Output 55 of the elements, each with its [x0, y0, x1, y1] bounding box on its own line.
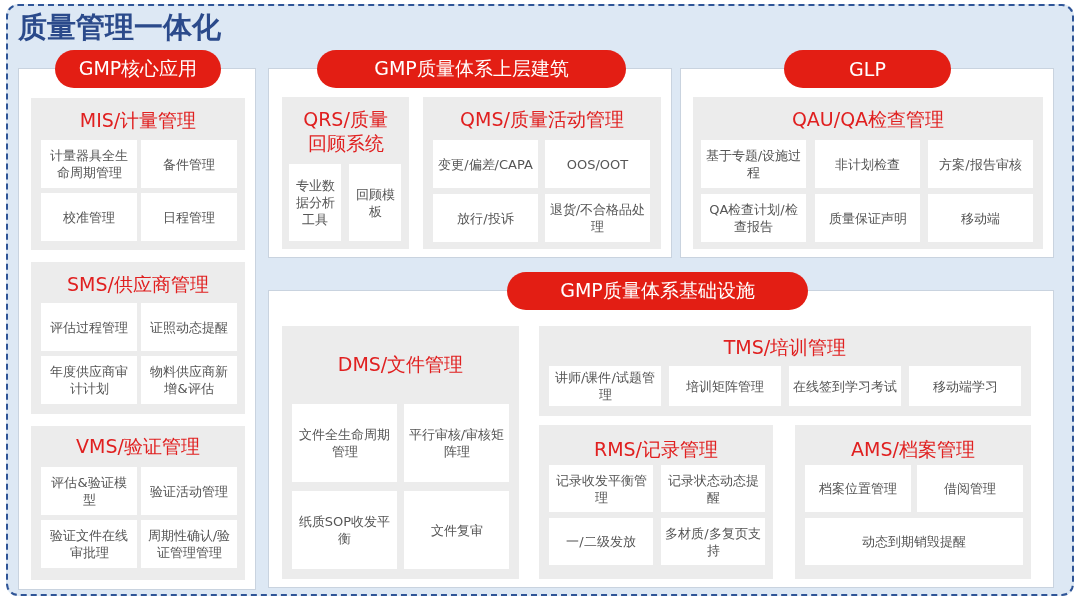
feature-tile: 回顾模板	[349, 164, 401, 241]
module-heading: AMS/档案管理	[850, 437, 976, 461]
feature-tile: 非计划检查	[815, 140, 920, 188]
module-heading: TMS/培训管理	[722, 335, 848, 359]
feature-tile: 证照动态提醒	[141, 303, 237, 351]
feature-tile: OOS/OOT	[545, 140, 650, 188]
module-heading: MIS/计量管理	[78, 108, 198, 132]
feature-tile: 质量保证声明	[815, 194, 920, 242]
feature-tile: 平行审核/审核矩阵理	[404, 404, 509, 482]
feature-tile: 记录收发平衡管理	[549, 465, 653, 512]
module-heading: VMS/验证管理	[75, 434, 201, 458]
feature-tile: 文件复审	[404, 491, 509, 569]
module-heading: RMS/记录管理	[592, 437, 720, 461]
feature-tile: 验证活动管理	[141, 467, 237, 515]
feature-tile: 基于专题/设施过程	[701, 140, 806, 188]
feature-tile: 动态到期销毁提醒	[805, 518, 1023, 565]
section-heading: GLP	[784, 50, 951, 88]
feature-tile: 纸质SOP收发平衡	[292, 491, 397, 569]
feature-tile: QA检查计划/检查报告	[701, 194, 806, 242]
dashed-frame	[6, 4, 1074, 596]
feature-tile: 周期性确认/验证管理管理	[141, 520, 237, 568]
feature-tile: 备件管理	[141, 140, 237, 188]
module-heading: QRS/质量回顾系统	[302, 107, 389, 155]
section-heading: GMP质量体系基础设施	[507, 272, 808, 310]
module-heading: SMS/供应商管理	[66, 272, 210, 296]
section-heading: GMP质量体系上层建筑	[317, 50, 626, 88]
feature-tile: 档案位置管理	[805, 465, 911, 512]
feature-tile: 年度供应商审计计划	[41, 356, 137, 404]
feature-tile: 变更/偏差/CAPA	[433, 140, 538, 188]
feature-tile: 讲师/课件/试题管理	[549, 366, 661, 406]
feature-tile: 移动端学习	[909, 366, 1021, 406]
feature-tile: 校准管理	[41, 193, 137, 241]
module-heading: QAU/QA检查管理	[790, 107, 946, 131]
feature-tile: 日程管理	[141, 193, 237, 241]
feature-tile: 方案/报告审核	[928, 140, 1033, 188]
feature-tile: 借阅管理	[917, 465, 1023, 512]
feature-tile: 验证文件在线审批理	[41, 520, 137, 568]
feature-tile: 退货/不合格品处理	[545, 194, 650, 242]
feature-tile: 记录状态动态提醒	[661, 465, 765, 512]
feature-tile: 培训矩阵管理	[669, 366, 781, 406]
frame-heading: 质量管理一体化	[18, 9, 221, 46]
feature-tile: 多材质/多复页支持	[661, 518, 765, 565]
feature-tile: 专业数据分析工具	[289, 164, 341, 241]
feature-tile: 一/二级发放	[549, 518, 653, 565]
feature-tile: 文件全生命周期管理	[292, 404, 397, 482]
feature-tile: 物料供应商新增&评估	[141, 356, 237, 404]
module-heading: QMS/质量活动管理	[459, 107, 625, 131]
section-heading: GMP核心应用	[55, 50, 221, 88]
module-heading: DMS/文件管理	[336, 352, 465, 376]
feature-tile: 评估过程管理	[41, 303, 137, 351]
feature-tile: 放行/投诉	[433, 194, 538, 242]
feature-tile: 在线签到学习考试	[789, 366, 901, 406]
feature-tile: 计量器具全生命周期管理	[41, 140, 137, 188]
feature-tile: 评估&验证模型	[41, 467, 137, 515]
feature-tile: 移动端	[928, 194, 1033, 242]
